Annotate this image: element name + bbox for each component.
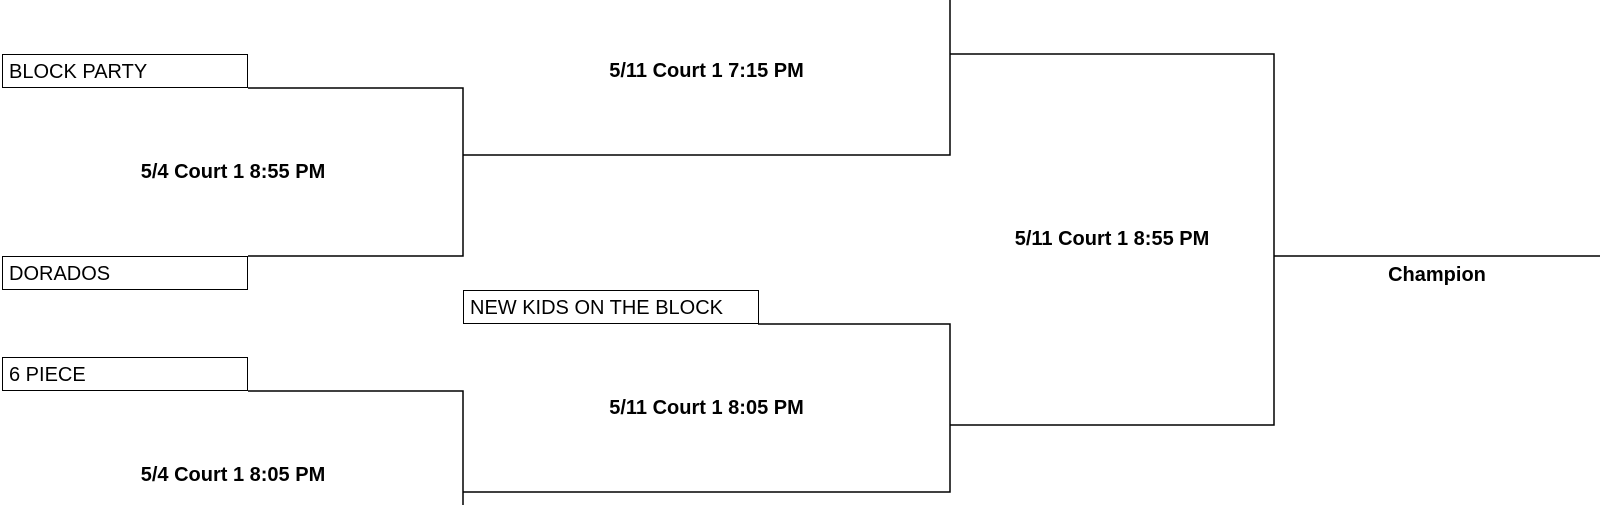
- r2-game2-schedule: 5/11 Court 1 8:05 PM: [609, 397, 804, 419]
- team-name: 6 PIECE: [9, 364, 86, 386]
- r1-game2-schedule: 5/4 Court 1 8:05 PM: [140, 464, 326, 486]
- r2-game2-connector: [463, 323, 951, 493]
- team-6-piece: 6 PIECE: [2, 357, 248, 391]
- team-dorados: DORADOS: [2, 256, 248, 290]
- team-block-party: BLOCK PARTY: [2, 54, 248, 88]
- r1-game1-schedule: 5/4 Court 1 8:55 PM: [140, 161, 326, 183]
- champion-label: Champion: [1388, 264, 1486, 286]
- final-connector: [950, 53, 1275, 426]
- team-name: NEW KIDS ON THE BLOCK: [470, 297, 724, 319]
- team-name: DORADOS: [9, 263, 111, 285]
- r1-game1-connector: [248, 87, 464, 257]
- team-new-kids-on-the-block: NEW KIDS ON THE BLOCK: [463, 290, 759, 324]
- r2-game1-connector: [463, 0, 951, 156]
- r2-game1-schedule: 5/11 Court 1 7:15 PM: [609, 60, 804, 82]
- r1-game2-connector: [248, 390, 464, 505]
- team-name: BLOCK PARTY: [9, 61, 148, 83]
- final-schedule: 5/11 Court 1 8:55 PM: [1014, 228, 1210, 250]
